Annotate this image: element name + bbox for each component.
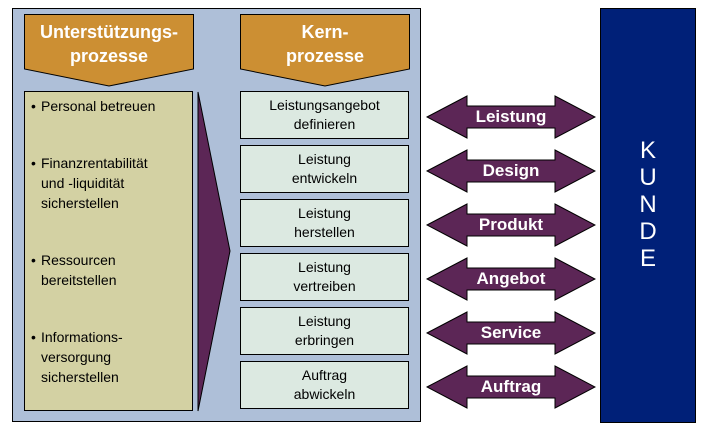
double-arrow-icon <box>426 365 596 409</box>
bullet-icon: • <box>31 329 36 345</box>
bullet-icon: • <box>31 98 36 114</box>
exchange-arrow: Service <box>426 311 596 355</box>
support-processes-title: Unterstützungs- prozesse <box>40 22 178 66</box>
chevron-right-arrow-icon <box>197 91 231 412</box>
customer-label: K U N D E <box>639 137 657 272</box>
exchange-label: Leistung <box>475 107 547 126</box>
support-item: •Personal betreuen <box>31 98 156 114</box>
customer-box: K U N D E <box>600 8 696 423</box>
core-processes-title: Kern- prozesse <box>285 22 365 66</box>
double-arrow-icon <box>426 95 596 139</box>
exchange-arrow: Angebot <box>426 257 596 301</box>
double-arrow-icon <box>426 257 596 301</box>
core-process-box: Auftrag abwickeln <box>240 361 409 409</box>
core-processes-header: Kern- prozesse <box>240 14 410 88</box>
exchange-label: Auftrag <box>480 377 542 396</box>
exchange-label: Produkt <box>478 215 544 234</box>
double-arrow-icon <box>426 203 596 247</box>
support-item: •Informations- versorgung sicherstellen <box>31 329 123 385</box>
core-process-box: Leistung entwickeln <box>240 145 409 193</box>
exchange-label: Design <box>482 161 540 180</box>
double-arrow-icon <box>426 149 596 193</box>
exchange-label: Angebot <box>476 269 546 288</box>
double-arrow-icon <box>426 311 596 355</box>
exchange-arrow: Auftrag <box>426 365 596 409</box>
support-item: •Ressourcen bereitstellen <box>31 252 117 288</box>
exchange-arrow: Produkt <box>426 203 596 247</box>
bullet-icon: • <box>31 252 36 268</box>
core-process-box: Leistung vertreiben <box>240 253 409 301</box>
core-process-box: Leistung erbringen <box>240 307 409 355</box>
bullet-icon: • <box>31 155 36 171</box>
exchange-label: Service <box>480 323 542 342</box>
pentagon-arrow-shape <box>24 14 194 87</box>
support-processes-box: •Personal betreuen •Finanzrentabilität u… <box>24 91 193 411</box>
exchange-arrow: Leistung <box>426 95 596 139</box>
support-item: •Finanzrentabilität und -liquidität sich… <box>31 155 148 211</box>
core-process-box: Leistungsangebot definieren <box>240 91 409 139</box>
exchange-arrow: Design <box>426 149 596 193</box>
core-process-box: Leistung herstellen <box>240 199 409 247</box>
pentagon-arrow-shape <box>240 14 410 87</box>
support-processes-header: Unterstützungs- prozesse <box>24 14 194 88</box>
